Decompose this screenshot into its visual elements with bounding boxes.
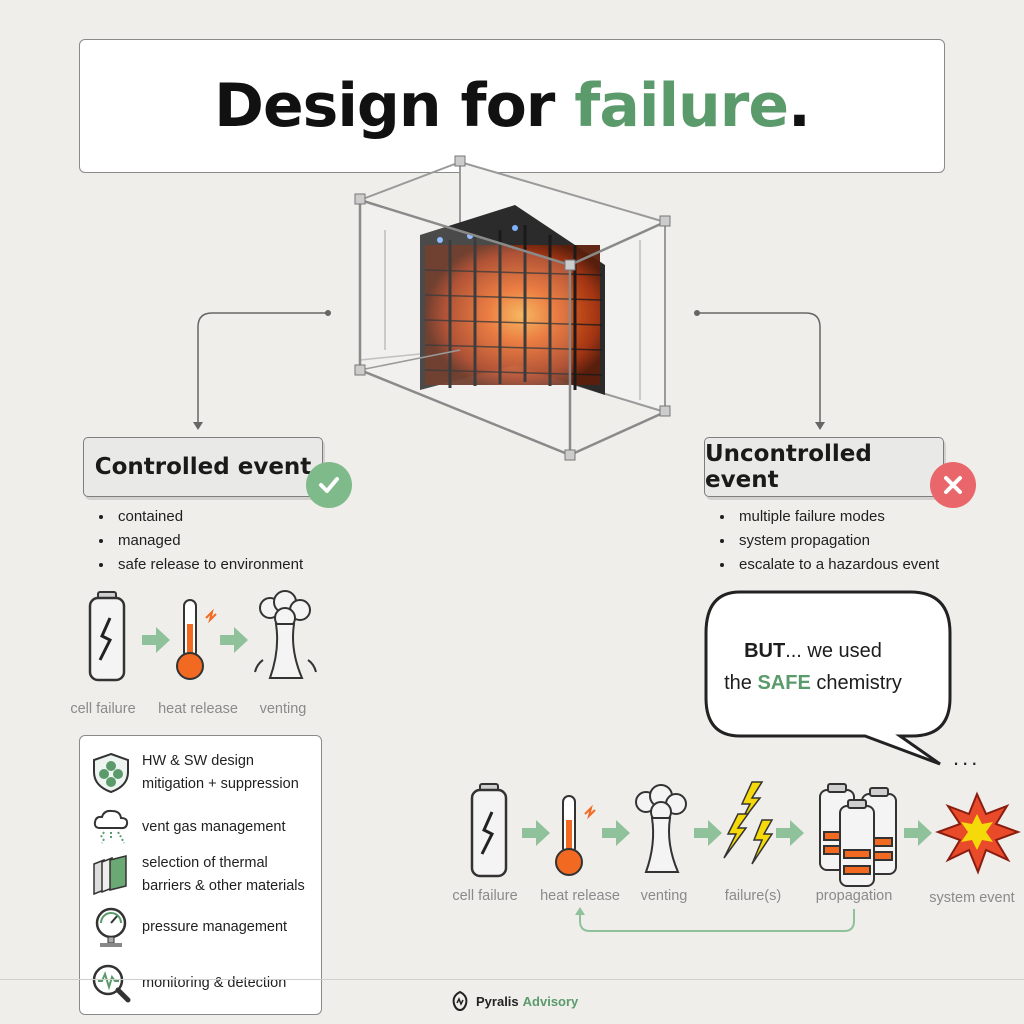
list-item: managed	[114, 529, 303, 553]
battery-cell-icon	[470, 783, 508, 878]
step-caption: heat release	[540, 888, 620, 904]
speech-bubble	[704, 590, 952, 766]
uncontrolled-flow	[470, 781, 1021, 887]
step-caption: venting	[640, 888, 688, 904]
cloud-gas-icon	[93, 809, 129, 844]
arrow-icon	[694, 820, 722, 846]
uncontrolled-event-box: Uncontrolled event	[704, 437, 944, 497]
lightning-icon	[723, 781, 774, 865]
step-caption: venting	[259, 701, 307, 717]
mitigation-item: vent gas management	[90, 806, 285, 848]
feedback-loop-arrow	[575, 907, 855, 932]
magnifier-monitor-icon	[92, 964, 131, 1003]
mitigation-text: mitigation + suppression	[142, 776, 299, 792]
list-item: safe release to environment	[114, 553, 303, 577]
battery-stack-icon	[819, 783, 897, 887]
battery-cell-icon	[88, 591, 126, 682]
step-caption: propagation	[815, 888, 893, 904]
ellipsis: ...	[953, 745, 981, 770]
mitigation-text: monitoring & detection	[142, 974, 287, 991]
speech-safe: SAFE	[757, 672, 811, 694]
arrow-icon	[776, 820, 804, 846]
venting-plume-icon	[635, 784, 687, 873]
controlled-event-box: Controlled event	[83, 437, 323, 497]
mitigation-item: pressure management	[90, 906, 287, 948]
step-caption: failure(s)	[724, 888, 782, 904]
pressure-gauge-icon	[95, 907, 127, 947]
speech-but: BUT	[744, 640, 786, 662]
brand-suffix: Advisory	[522, 993, 579, 1009]
mitigation-text: barriers & other materials	[142, 878, 305, 894]
mitigation-item: monitoring & detection	[90, 962, 286, 1004]
mitigation-text: pressure management	[142, 918, 288, 935]
explosion-icon	[935, 791, 1021, 875]
mitigation-item: selection of thermal barriers & other mat…	[90, 852, 305, 898]
page-title: Design for failure.	[214, 71, 811, 141]
brand-name: Pyralis	[476, 993, 519, 1009]
footer-divider	[0, 979, 1024, 980]
pyralis-logo-icon	[452, 990, 468, 1012]
thermometer-icon	[555, 795, 596, 876]
mitigation-item: HW & SW design mitigation + suppression	[90, 750, 299, 796]
cross-icon	[930, 462, 976, 508]
connector-lines	[193, 310, 825, 430]
arrow-icon	[142, 627, 170, 653]
mitigation-text: HW & SW design	[142, 753, 254, 769]
mitigation-text: vent gas management	[142, 818, 286, 835]
controlled-flow	[88, 590, 317, 682]
speech-text: BUT... we used the SAFE chemistry	[722, 635, 904, 699]
mitigation-list: HW & SW design mitigation + suppression v…	[79, 735, 322, 1015]
mitigation-text: selection of thermal	[142, 855, 268, 871]
step-caption: system event	[929, 890, 1015, 906]
uncontrolled-event-label: Uncontrolled event	[705, 441, 872, 493]
venting-plume-icon	[254, 590, 317, 679]
uncontrolled-bullets: multiple failure modes system propagatio…	[715, 505, 939, 577]
arrow-icon	[522, 820, 550, 846]
speech-the: the	[724, 672, 758, 694]
title-text: Design for	[214, 71, 575, 141]
thermometer-icon	[176, 599, 217, 680]
list-item: system propagation	[735, 529, 939, 553]
controlled-event-label: Controlled event	[94, 454, 312, 480]
check-icon	[306, 462, 352, 508]
step-caption: heat release	[158, 701, 238, 717]
title-period: .	[788, 71, 811, 141]
list-item: escalate to a hazardous event	[735, 553, 939, 577]
step-caption: cell failure	[70, 701, 136, 717]
controlled-bullets: contained managed safe release to enviro…	[94, 505, 303, 577]
brand-logo: Pyralis Advisory	[450, 990, 578, 1012]
step-caption: cell failure	[452, 888, 518, 904]
battery-container-illustration	[354, 155, 671, 461]
list-item: multiple failure modes	[735, 505, 939, 529]
speech-line2: chemistry	[810, 672, 902, 694]
arrow-icon	[220, 627, 248, 653]
arrow-icon	[904, 820, 932, 846]
list-item: contained	[114, 505, 303, 529]
arrow-icon	[602, 820, 630, 846]
title-accent: failure	[574, 71, 789, 141]
barrier-panels-icon	[93, 855, 127, 896]
speech-line1: ... we used	[785, 640, 882, 662]
title-banner: Design for failure.	[79, 39, 945, 173]
shield-hexagon-icon	[93, 752, 129, 794]
